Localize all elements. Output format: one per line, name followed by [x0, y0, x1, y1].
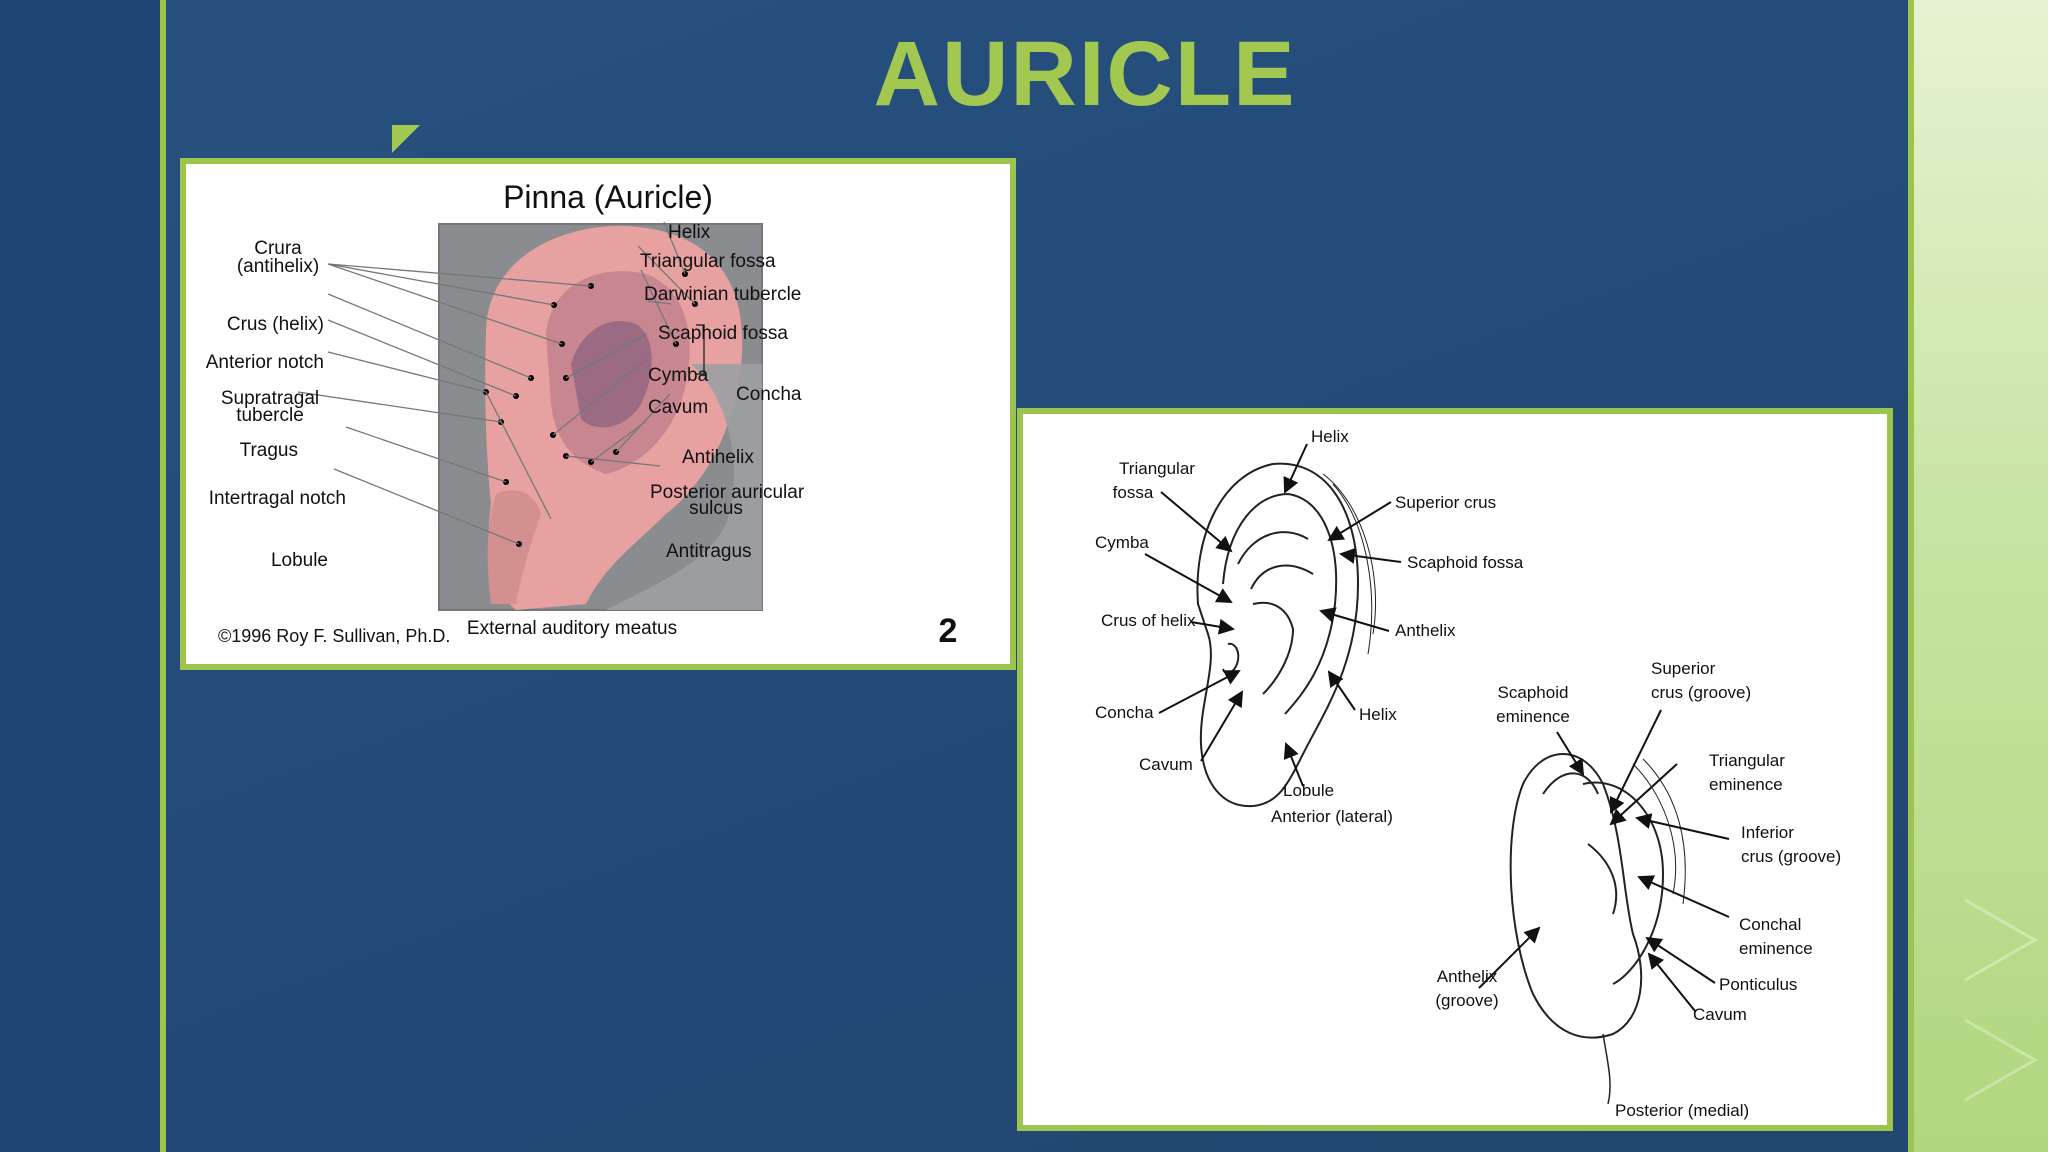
label-scaphoid-fossa: Scaphoid fossa — [658, 323, 788, 344]
sketch-label-fossa: fossa — [1113, 483, 1154, 502]
label-cymba: Cymba — [648, 365, 709, 386]
label-anterior-notch: Anterior notch — [206, 352, 324, 373]
sketch-label-triangular-eminence: eminence — [1709, 775, 1783, 794]
sketch-label-cymba: Cymba — [1095, 533, 1149, 552]
sketch-label-scaphoid-eminence: eminence — [1496, 707, 1570, 726]
label-concha: Concha — [736, 384, 802, 405]
label-crus-helix: Crus (helix) — [227, 314, 324, 335]
sketch-label-ponticulus: Ponticulus — [1719, 975, 1797, 994]
label-supratragal: Supratragal — [221, 388, 319, 409]
anterior-ear-sketch — [1196, 462, 1376, 808]
sketch-label-anthelix-posterior: Anthelix — [1437, 967, 1498, 986]
sketch-label-superior-crus: Superior crus — [1395, 493, 1496, 512]
sketch-caption-posterior: Posterior (medial) — [1615, 1101, 1749, 1120]
sketch-label-inferior-crus-groove: crus (groove) — [1741, 847, 1841, 866]
label-cavum: Cavum — [648, 397, 708, 418]
sketch-label-cavum: Cavum — [1139, 755, 1193, 774]
sketch-label-triangular-posterior: Triangular — [1709, 751, 1785, 770]
page-number: 2 — [939, 612, 958, 650]
sketch-label-crus-of-helix: Crus of helix — [1101, 611, 1196, 630]
label-intertragal-notch: Intertragal notch — [209, 488, 346, 509]
sketch-label-anthelix: Anthelix — [1395, 621, 1456, 640]
sketch-label-triangular: Triangular — [1119, 459, 1195, 478]
decorative-chevron-icon — [1964, 898, 2039, 1102]
pinna-leader-lines — [297, 221, 696, 545]
anterior-arrows — [1144, 443, 1402, 787]
sketch-label-crus-groove: crus (groove) — [1651, 683, 1751, 702]
corner-triangle-icon — [392, 125, 420, 153]
label-triangular-fossa: Triangular fossa — [640, 251, 776, 272]
sketch-caption-anterior: Anterior (lateral) — [1271, 807, 1393, 826]
sketch-label-concha: Concha — [1095, 703, 1154, 722]
label-external-meatus: External auditory meatus — [467, 618, 677, 639]
ear-photo — [438, 223, 763, 611]
left-background-strip — [0, 0, 160, 1152]
label-sulcus: sulcus — [689, 498, 743, 519]
sketch-label-scaphoid-fossa: Scaphoid fossa — [1407, 553, 1524, 572]
sketch-label-scaphoid: Scaphoid — [1498, 683, 1569, 702]
label-antitragus: Antitragus — [666, 541, 752, 562]
label-antihelix: Antihelix — [682, 447, 754, 468]
slide-title: AURICLE — [873, 23, 1297, 125]
sketch-label-helix-bottom: Helix — [1359, 705, 1397, 724]
posterior-arrows — [1478, 709, 1730, 1012]
sketch-label-groove: (groove) — [1435, 991, 1498, 1010]
pinna-heading: Pinna (Auricle) — [503, 179, 713, 215]
sketch-label-cavum-posterior: Cavum — [1693, 1005, 1747, 1024]
label-antihelix-paren: (antihelix) — [237, 256, 319, 277]
copyright-note: ©1996 Roy F. Sullivan, Ph.D. — [218, 626, 450, 646]
sketch-label-superior: Superior — [1651, 659, 1716, 678]
label-crura: Crura — [254, 238, 302, 259]
sketch-label-inferior: Inferior — [1741, 823, 1794, 842]
pinna-labeled-photo: Pinna (Auricle) — [180, 158, 1016, 670]
label-darwinian-tubercle: Darwinian tubercle — [644, 284, 801, 305]
label-tubercle: tubercle — [236, 405, 304, 426]
label-lobule: Lobule — [271, 550, 328, 571]
label-helix: Helix — [668, 222, 711, 243]
sketch-label-lobule: Lobule — [1283, 781, 1334, 800]
sketch-label-conchal: Conchal — [1739, 915, 1801, 934]
label-posterior-auricular: Posterior auricular — [650, 482, 805, 503]
sketch-label-conchal-eminence: eminence — [1739, 939, 1813, 958]
label-tragus: Tragus — [240, 440, 298, 461]
right-green-gradient-strip — [1914, 0, 2048, 1152]
sketch-label-helix-top: Helix — [1311, 427, 1349, 446]
ear-line-drawing: Helix Triangular fossa Superior crus Cym… — [1017, 408, 1893, 1131]
